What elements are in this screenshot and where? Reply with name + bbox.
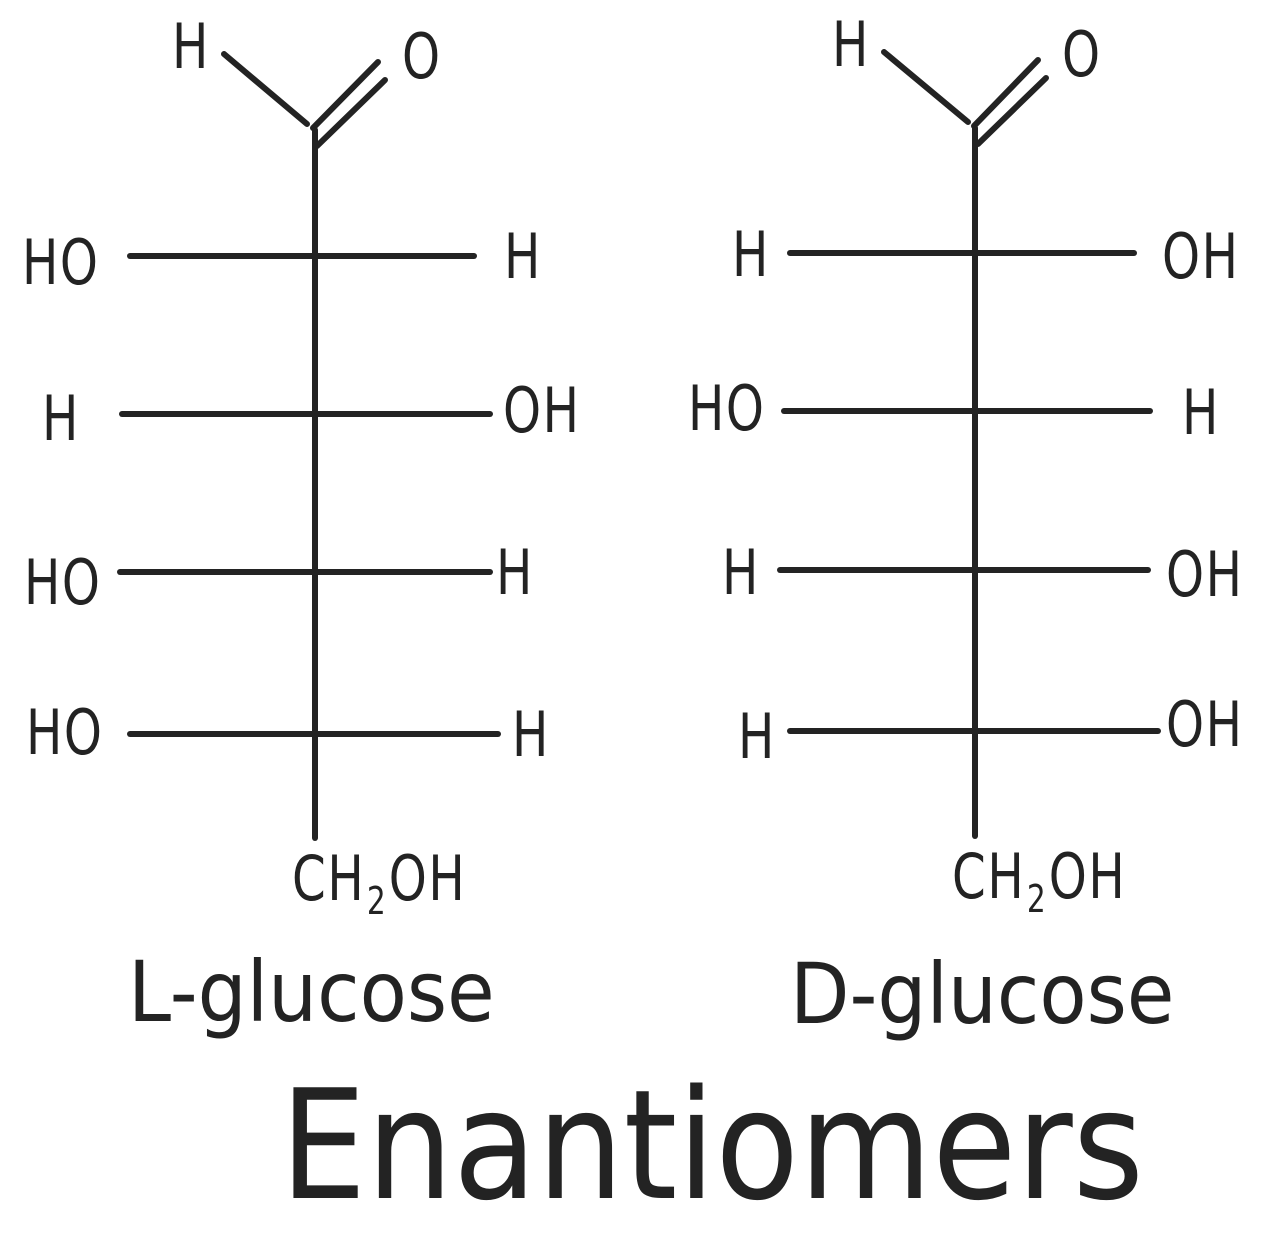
d-bottom-group: CH2OH	[952, 846, 1126, 919]
l-bottom-group: CH2OH	[292, 848, 466, 921]
d-glucose-bonds	[777, 49, 1161, 839]
l-row3-left: HO	[24, 546, 102, 619]
l-row2-right: OH	[503, 374, 581, 447]
d-bottom-tail: OH	[1048, 840, 1127, 913]
d-row3-left: H	[722, 536, 760, 609]
l-row1-right: H	[504, 220, 542, 293]
l-row4-left: HO	[26, 696, 104, 769]
d-row1-left: H	[732, 218, 770, 291]
d-row2-right: H	[1182, 376, 1220, 449]
l-row2-left: H	[42, 382, 80, 455]
l-glucose-bonds	[117, 51, 501, 841]
d-bottom-main: CH	[952, 840, 1026, 913]
d-row2-left: HO	[688, 372, 766, 445]
d-top-left-atom: H	[832, 8, 870, 81]
diagram-title: Enantiomers	[280, 1057, 1144, 1234]
l-glucose-label: L-glucose	[128, 943, 495, 1041]
d-row4-right: OH	[1166, 688, 1244, 761]
l-row1-left: HO	[22, 226, 100, 299]
d-top-right-atom: O	[1062, 18, 1102, 91]
l-bottom-tail: OH	[388, 842, 467, 915]
l-top-left-atom: H	[172, 10, 210, 83]
d-row3-right: OH	[1166, 538, 1244, 611]
d-row1-right: OH	[1162, 220, 1240, 293]
l-bottom-main: CH	[292, 842, 366, 915]
l-bottom-subscript: 2	[366, 879, 388, 923]
d-glucose-label: D-glucose	[790, 945, 1175, 1043]
d-bottom-subscript: 2	[1026, 877, 1048, 921]
l-top-right-atom: O	[402, 20, 442, 93]
l-row3-right: H	[496, 536, 534, 609]
d-row4-left: H	[738, 700, 776, 773]
l-row4-right: H	[512, 698, 550, 771]
